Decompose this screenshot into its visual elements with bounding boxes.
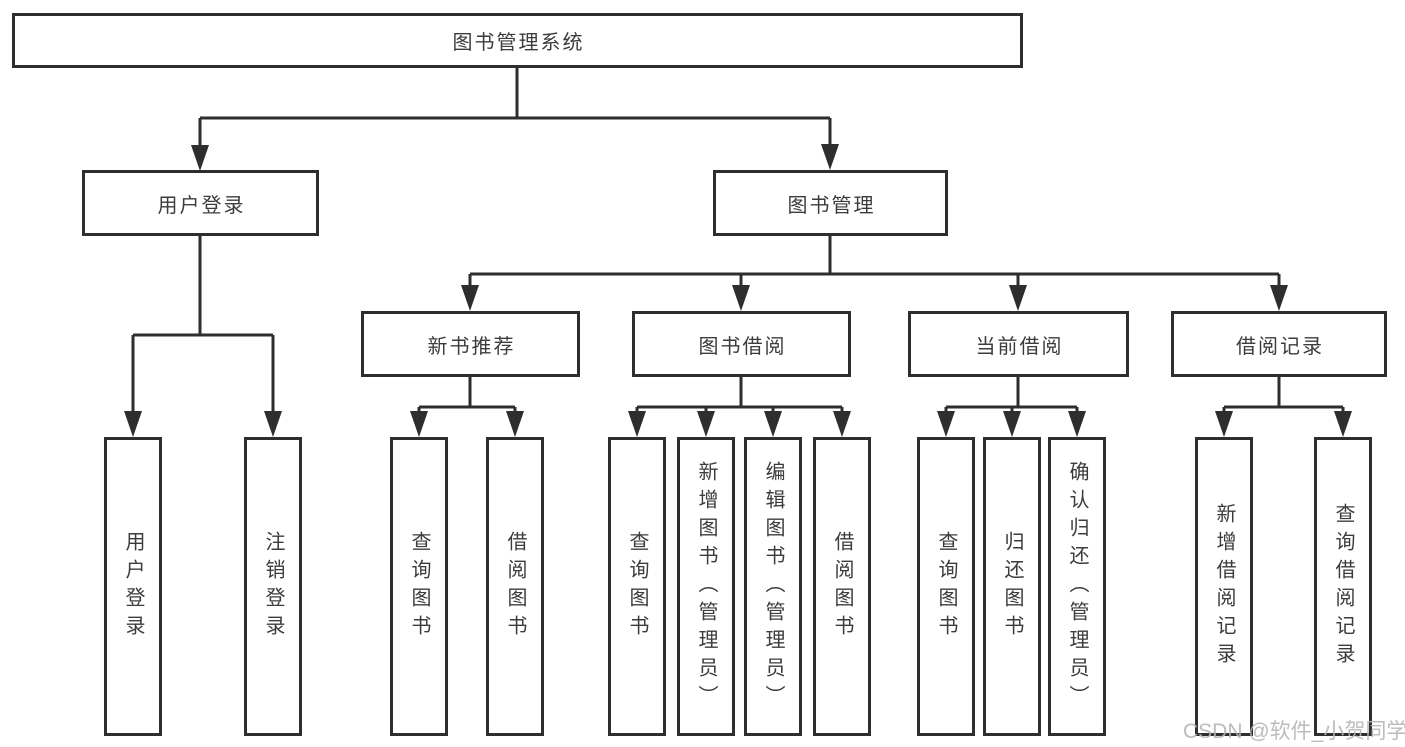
leaf-return-books: 归还图书 [983,437,1041,736]
leaf-user-login: 用户登录 [104,437,162,736]
leaf-borrow-books: 借阅图书 [813,437,871,736]
node-borrowing-records: 借阅记录 [1171,311,1387,377]
node-book-borrowing: 图书借阅 [632,311,851,377]
leaf-query-books-current: 查询图书 [917,437,975,736]
leaf-logout: 注销登录 [244,437,302,736]
node-book-management-branch: 图书管理 [713,170,948,236]
leaf-confirm-return-admin: 确认归还（管理员） [1048,437,1106,736]
node-user-login-branch: 用户登录 [82,170,319,236]
leaf-edit-books-admin: 编辑图书（管理员） [744,437,802,736]
leaf-query-books-borrowing: 查询图书 [608,437,666,736]
node-current-borrowing: 当前借阅 [908,311,1129,377]
node-new-book-recommendation: 新书推荐 [361,311,580,377]
csdn-watermark: CSDN @软件_小贺同学 [1183,720,1405,743]
leaf-add-books-admin: 新增图书（管理员） [677,437,735,736]
leaf-borrow-books-recommend: 借阅图书 [486,437,544,736]
leaf-query-books-recommend: 查询图书 [390,437,448,736]
leaf-add-borrow-record: 新增借阅记录 [1195,437,1253,736]
leaf-query-borrow-record: 查询借阅记录 [1314,437,1372,736]
node-library-management-system: 图书管理系统 [12,13,1023,68]
